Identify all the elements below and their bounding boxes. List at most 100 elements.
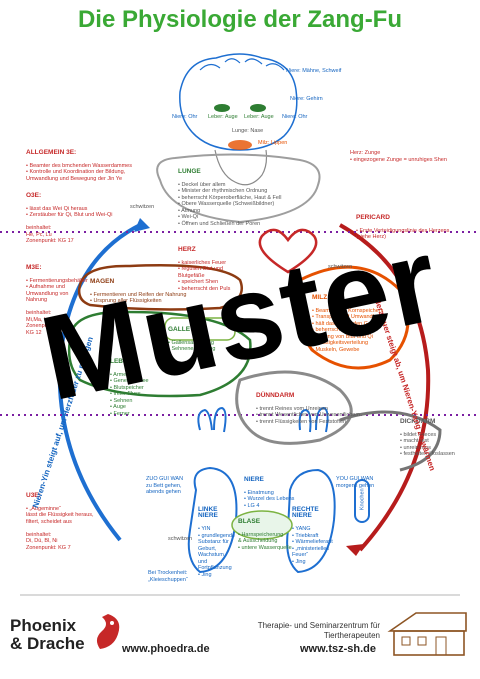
trockenheit-label: Bei Trockenheit: „Kleieschuppen“: [148, 570, 188, 583]
niere-block: NIERE • Einatmung • Wurzel des Lebens • …: [244, 470, 314, 516]
label-lunge-nase: Lunge: Nase: [232, 128, 264, 134]
magen-block: MAGEN • Fermentieren und Reifen der Nahr…: [90, 272, 240, 311]
label-milz-lippen: Milz: Lippen: [258, 140, 288, 146]
o3e-text: • lässt das Wei Qi heraus • Zerstäuber f…: [26, 205, 113, 245]
spleen-shape: [295, 265, 410, 370]
dickdarm-text: • bildet Faeces • macht fest • unrein ra…: [400, 431, 455, 458]
allgemein-heading: ALLGEMEIN 3E:: [26, 148, 77, 156]
o3e-block: O3E: • lässt das Wei Qi heraus • Zerstäu…: [26, 186, 136, 251]
lunge-block: LUNGE • Deckel über allem • Minister der…: [178, 162, 318, 234]
rechte-niere-block: RECHTE NIERE • YANG • Triebkraft • Wärme…: [292, 500, 342, 572]
duenndarm-text: • trennt Reines vom Unreinen • trennt We…: [256, 405, 360, 425]
lung-shape: [156, 153, 321, 224]
allgemein-block: ALLGEMEIN 3E: • Beamter des bmchenden Wa…: [26, 143, 176, 189]
brand-line-1: Phoenix: [10, 616, 77, 635]
schwitzen-label-1: schwitzen: [130, 204, 155, 210]
galle-heading: GALLE: [168, 325, 191, 333]
pericard-block: PERICARD • Erste Verteidigungslinie des …: [356, 208, 466, 247]
label-niere-maehne: Niere: Mähne, Schweif: [286, 68, 342, 74]
dickdarm-block: DICKDARM • bildet Faeces • macht fest • …: [400, 412, 470, 464]
galle-block: GALLE • Gallensaftbildung • Sehnenernähr…: [168, 320, 238, 359]
liver-shape: [67, 310, 252, 398]
blase-text: • Harnspeicherung & Ausscheidung • unter…: [238, 531, 292, 551]
u3e-heading: U3E:: [26, 491, 41, 499]
linke-niere-block: LINKE NIERE • YIN • grundlegende Substan…: [198, 500, 242, 585]
head-outline: [179, 53, 298, 151]
m3e-block: M3E: • Fermentierungsbehälter • Aufnahme…: [26, 258, 96, 343]
heart-shape: [258, 228, 318, 274]
neck-line: [214, 149, 268, 186]
herz-block: HERZ • kaiserliches Feuer • reguliert Bl…: [178, 240, 258, 299]
u3e-text: • „Abgeminne“ lässt die Flüssigkeit hera…: [26, 505, 94, 551]
left-foot-shape: [197, 406, 227, 433]
label-niere-gehirn: Niere: Gehirn: [290, 96, 323, 102]
label-niere-ohr-right: Niere: Ohr: [282, 114, 308, 120]
brand-line-2: & Drache: [10, 634, 85, 653]
page-title: Die Physiologie der Zang-Fu: [77, 6, 403, 33]
mouth-mark: [228, 140, 252, 150]
right-arc-arrowhead: [346, 544, 364, 556]
milz-text: • Beamter des Kornspeichers • Transport …: [312, 307, 386, 353]
label-herz-zunge: Herz: Zunge • eingezogene Zunge = unruhi…: [350, 150, 447, 163]
left-arc-blue: [57, 223, 141, 542]
blase-block: BLASE • Harnspeicherung & Ausscheidung •…: [238, 512, 294, 558]
duenndarm-block: DÜNNDARM • trennt Reines vom Unreinen • …: [256, 386, 396, 432]
niere-text: • Einatmung • Wurzel des Lebens • LG 4: [244, 489, 295, 509]
herz-heading: HERZ: [178, 245, 196, 253]
m3e-text: • Fermentierungsbehälter • Aufnahme und …: [26, 277, 88, 336]
milz-block: MILZ • Beamter des Kornspeichers • Trans…: [312, 288, 402, 360]
you-gui-wan-label: YOU GUI WAN morgens gehen: [336, 476, 375, 489]
label-leber-auge-left: Leber: Auge: [208, 114, 238, 120]
large-intestine-shape: [339, 410, 442, 472]
duenndarm-heading: DÜNNDARM: [256, 391, 295, 399]
pericard-text: • Erste Verteidigungslinie des Herzens (…: [356, 227, 450, 241]
right-foot-shape: [298, 406, 329, 433]
schwitzen-label-2: schwitzen: [328, 264, 353, 270]
right-kidney-shape: [286, 468, 336, 574]
rechte-niere-text: • YANG • Triebkraft • Wärmelieferant • „…: [292, 526, 333, 565]
knochen-label: Knochen: [359, 488, 366, 511]
footer-subtitle: Therapie- und Seminarzentrum für Tierthe…: [257, 621, 380, 640]
url-left[interactable]: www.phoedra.de: [122, 643, 210, 655]
gall-box: [164, 317, 236, 341]
lunge-text: • Deckel über allem • Minister der rhyth…: [178, 181, 282, 227]
magen-text: • Fermentieren und Reifen der Nahrung • …: [90, 291, 187, 305]
linke-niere-text: • YIN • grundlegende Substanz für Geburt…: [198, 526, 236, 578]
zuo-gui-wan-label: ZUO GUI WAN zu Bett gehen, abends gehen: [146, 476, 184, 495]
u3e-block: U3E: • „Abgeminne“ lässt die Flüssigkeit…: [26, 486, 116, 558]
brand-name: Phoenix & Drache: [10, 617, 85, 653]
dragon-logo-icon: [96, 614, 120, 649]
m3e-heading: M3E:: [26, 263, 42, 271]
label-niere-ohr-left: Niere: Ohr: [172, 114, 198, 120]
right-eye-mark: [250, 104, 266, 112]
milz-heading: MILZ: [312, 293, 328, 301]
o3e-heading: O3E:: [26, 191, 42, 199]
galle-text: • Gallensaftbildung • Sehnenernährung: [168, 339, 216, 353]
right-arc-red: [339, 223, 431, 552]
allgemein-text: • Beamter des bmchenden Wasserdammes • K…: [26, 162, 132, 182]
url-right[interactable]: www.tsz-sh.de: [300, 643, 376, 655]
mane-lines: [199, 58, 285, 71]
pericard-heading: PERICARD: [356, 213, 390, 221]
small-intestine-shape: [235, 370, 353, 445]
niere-heading: NIERE: [244, 475, 264, 483]
dickdarm-heading: DICKDARM: [400, 417, 436, 425]
lunge-heading: LUNGE: [178, 167, 201, 175]
left-arc-arrowhead: [134, 218, 150, 232]
magen-heading: MAGEN: [90, 277, 115, 285]
herz-text: • kaiserliches Feuer • reguliert Blut un…: [178, 259, 231, 292]
bone-shape: [354, 479, 370, 523]
rechte-niere-heading: RECHTE NIERE: [292, 505, 319, 519]
footer: Phoenix & Drache www.phoedra.de Therapie…: [0, 595, 480, 679]
bladder-shape: [231, 510, 293, 540]
leber-text: • Armee • Generalarmee • Blutspeicher • …: [110, 371, 149, 417]
leber-block: LEBER • Armee • Generalarmee • Blutspeic…: [110, 352, 180, 424]
stomach-shape: [77, 264, 243, 311]
house-logo-icon: [387, 612, 467, 656]
schwitzen-label-3: schwitzen: [168, 536, 193, 542]
left-eye-mark: [214, 104, 230, 112]
linke-niere-heading: LINKE NIERE: [198, 505, 218, 519]
leber-heading: LEBER: [110, 357, 133, 365]
